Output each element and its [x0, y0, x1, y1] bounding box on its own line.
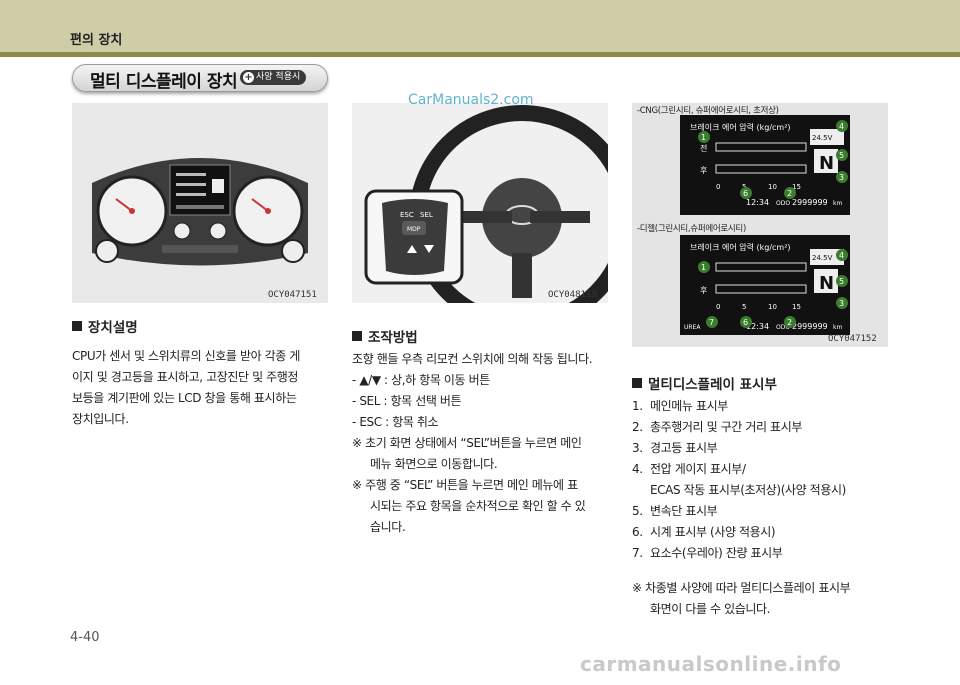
steering-wheel-illustration: ESC SEL MDP: [364, 105, 635, 331]
front-label: 전: [700, 143, 707, 153]
marker-4: 4: [839, 122, 844, 131]
col3-note: ※ 차종별 사양에 따라 멀티디스플레이 표시부 화면이 다를 수 있습니다.: [632, 581, 851, 616]
scale-5: 5: [742, 303, 746, 311]
marker-7: 7: [709, 318, 714, 327]
watermark-bottom: carmanualsonline.info: [580, 652, 842, 676]
sel-button-label: SEL: [420, 211, 433, 219]
col1-paragraph: CPU가 센서 및 스위치류의 신호를 받아 각종 게 이지 및 경고등을 표시…: [72, 349, 300, 426]
brake-air-label: 브레이크 에어 압력 (kg/cm²): [690, 122, 791, 132]
cng-label: -CNG(그린시티, 슈퍼에어로시티, 초저상): [637, 106, 779, 116]
clock-value: 12:34: [746, 322, 769, 331]
scale-10: 10: [768, 303, 777, 311]
mdp-button-label: MDP: [407, 226, 421, 233]
col2-heading: 조작방법: [352, 326, 418, 346]
down-arrow-icon: [424, 245, 434, 253]
diesel-label: -디젤(그린시티,슈퍼에어로시티): [637, 224, 746, 234]
marker-2: 2: [787, 189, 792, 198]
instrument-cluster-illustration: [92, 158, 308, 266]
square-bullet-icon: [632, 378, 642, 388]
watermark-top: CarManuals2.com: [408, 92, 534, 108]
header-band: [0, 0, 960, 54]
odo-label: ODO: [776, 324, 790, 331]
cluster-image: [72, 103, 328, 303]
marker-3: 3: [839, 299, 844, 308]
marker-5: 5: [839, 277, 844, 286]
scale-15: 15: [792, 183, 801, 191]
scale-0: 0: [716, 303, 720, 311]
display-caption: OCY047152: [828, 334, 877, 344]
col2-paragraph: 조향 핸들 우측 리모컨 스위치에 의해 작동 됩니다. - ▲/▼ : 상,하…: [352, 352, 593, 534]
marker-3: 3: [839, 173, 844, 182]
odo-unit: km: [833, 200, 842, 207]
marker-6: 6: [743, 318, 748, 327]
odo-label: ODO: [776, 200, 790, 207]
voltage-value: 24.5V: [812, 134, 833, 142]
marker-4: 4: [839, 251, 844, 260]
col1-heading: 장치설명: [72, 316, 138, 336]
header-rule: [0, 52, 960, 57]
square-bullet-icon: [72, 321, 82, 331]
cng-display-panel: 브레이크 에어 압력 (kg/cm²) 전 후 0 5 10 15 24.5V …: [680, 115, 850, 215]
marker-6: 6: [743, 189, 748, 198]
odo-value: 2999999: [792, 322, 828, 331]
scale-10: 10: [768, 183, 777, 191]
steering-wheel-image: ESC SEL MDP: [352, 103, 635, 331]
cluster-caption: OCY047151: [268, 290, 317, 300]
marker-1: 1: [701, 263, 706, 272]
gear-indicator: N: [819, 153, 834, 174]
wheel-caption: OCY048119: [548, 290, 597, 300]
esc-button-label: ESC: [400, 211, 414, 219]
page-number: 4-40: [70, 630, 100, 645]
urea-label: UREA: [684, 324, 701, 331]
brake-air-label: 브레이크 에어 압력 (kg/cm²): [690, 242, 791, 252]
voltage-value: 24.5V: [812, 254, 833, 262]
up-arrow-icon: [407, 245, 417, 253]
chapter-title: 편의 장치: [70, 33, 123, 48]
marker-2: 2: [787, 318, 792, 327]
option-badge: + 사양 적용시: [240, 70, 307, 85]
scale-0: 0: [716, 183, 720, 191]
marker-5: 5: [839, 151, 844, 160]
rear-label: 후: [700, 286, 707, 295]
col3-list: 1.메인메뉴 표시부 2.총주행거리 및 구간 거리 표시부 3.경고등 표시부…: [632, 399, 846, 560]
gear-indicator: N: [819, 273, 834, 294]
marker-1: 1: [701, 133, 706, 142]
section-title: 멀티 디스플레이 장치: [90, 72, 238, 92]
square-bullet-icon: [352, 331, 362, 341]
option-badge-label: 사양 적용시: [256, 72, 301, 82]
odo-value: 2999999: [792, 198, 828, 207]
plus-icon: +: [243, 72, 254, 83]
odo-unit: km: [833, 324, 842, 331]
rear-label: 후: [700, 166, 707, 175]
scale-5: 5: [742, 183, 746, 191]
clock-value: 12:34: [746, 198, 769, 207]
scale-15: 15: [792, 303, 801, 311]
diesel-display-panel: 브레이크 에어 압력 (kg/cm²) 전 후 0 5 10 15 24.5V …: [680, 235, 850, 335]
col3-heading: 멀티디스플레이 표시부: [632, 373, 777, 393]
